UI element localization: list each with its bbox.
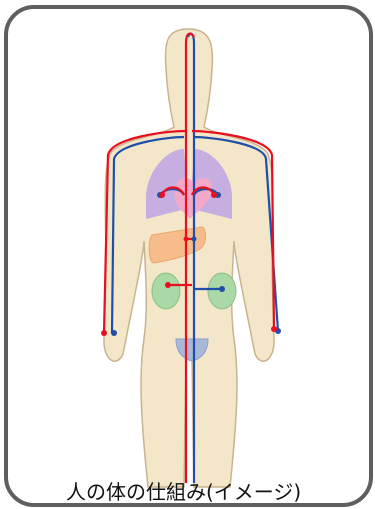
body-silhouette xyxy=(104,29,274,487)
kidney-left xyxy=(152,273,180,309)
diagram-caption: 人の体の仕組み(イメージ) xyxy=(66,479,301,505)
diagram-frame: 人の体の仕組み(イメージ) xyxy=(4,5,373,507)
body-circulation-diagram xyxy=(8,9,369,503)
